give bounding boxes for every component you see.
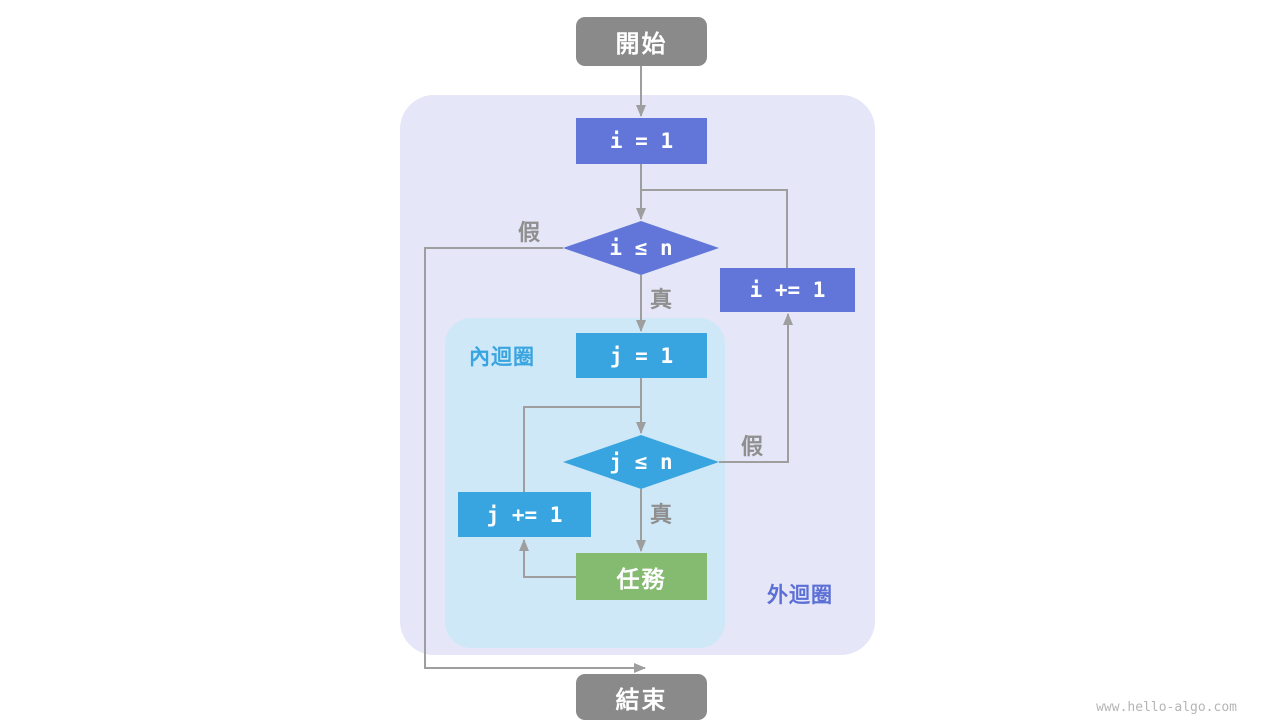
edge-inner-cond-false-to-outer-incr: [719, 313, 793, 463]
inner-true-label: 真: [650, 502, 674, 527]
task-node: 任務: [576, 553, 707, 600]
inner-increment-node: j += 1: [458, 492, 591, 537]
edge-outer-cond-false-to-end: [424, 247, 646, 673]
outer-false-label: 假: [518, 220, 542, 245]
inner-loop-label: 內迴圈: [469, 346, 535, 369]
inner-false-label: 假: [741, 434, 765, 459]
outer-loop-label: 外迴圈: [767, 584, 833, 607]
end-node: 結束: [576, 674, 707, 720]
outer-true-label: 真: [650, 287, 674, 312]
edge-outer-incr-feedback: [641, 189, 788, 268]
outer-increment-node: i += 1: [720, 268, 855, 312]
outer-init-node: i = 1: [576, 118, 707, 164]
inner-init-node: j = 1: [576, 333, 707, 378]
edge-task-to-inner-incr: [519, 539, 576, 578]
start-node: 開始: [576, 17, 707, 66]
watermark-text: www.hello-algo.com: [1096, 700, 1237, 715]
edge-inner-incr-feedback: [523, 406, 641, 492]
